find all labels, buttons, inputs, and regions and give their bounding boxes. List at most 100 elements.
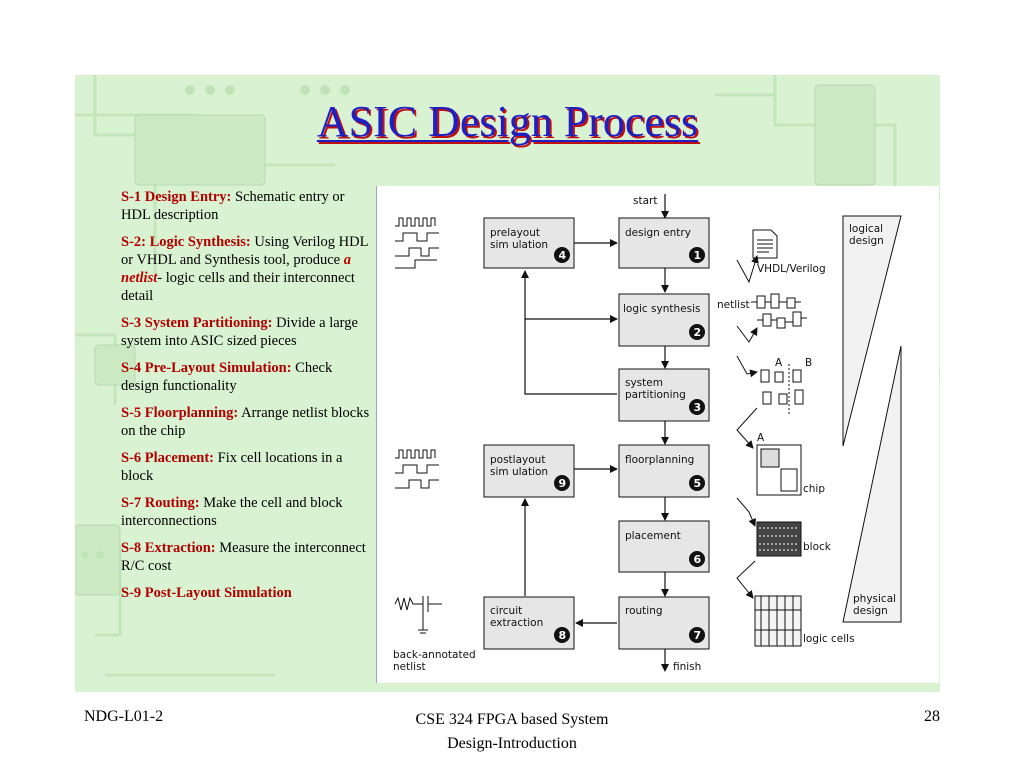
box-routing: routing 7 — [618, 596, 710, 650]
box-label: circuit — [490, 605, 522, 617]
step-label: S-7 Routing: — [121, 495, 200, 511]
step-number: 3 — [694, 401, 702, 414]
circuit-board-pattern — [75, 75, 940, 677]
step-label: S-2: Logic Synthesis: — [121, 234, 251, 250]
step-number: 2 — [694, 326, 702, 339]
finish-label: finish — [673, 661, 701, 673]
step-label: S-3 System Partitioning: — [121, 315, 273, 331]
chip-icon — [756, 444, 802, 496]
floorplan-a-label: A — [757, 432, 765, 444]
step-item: S-1 Design Entry: Schematic entry or HDL… — [121, 188, 373, 224]
design-flow-diagram: start prelayout sim ulation — [376, 186, 939, 683]
box-label: placement — [625, 530, 681, 542]
connector-arrow — [736, 407, 758, 449]
box-label: partitioning — [625, 389, 686, 401]
step-number: 7 — [694, 629, 702, 642]
step-number: 6 — [694, 553, 702, 566]
waveform-icon — [395, 217, 439, 269]
box-label: design entry — [625, 227, 691, 239]
netlist-label: netlist — [717, 299, 750, 311]
box-postlayout-simulation: postlayout sim ulation 9 — [483, 444, 575, 498]
box-label: logic synthesis — [623, 303, 700, 315]
step-label: S-1 Design Entry: — [121, 189, 232, 205]
connector-arrow — [736, 325, 758, 343]
step-item: S-6 Placement: Fix cell locations in a b… — [121, 449, 373, 485]
step-number: 8 — [559, 629, 567, 642]
step-number: 1 — [694, 249, 702, 262]
footer-title-line: Design-Introduction — [447, 735, 577, 752]
box-design-entry: design entry 1 — [618, 217, 710, 269]
step-number: 4 — [559, 249, 567, 262]
connector-arrow — [736, 255, 759, 284]
feedback-arrow — [521, 270, 617, 395]
footer-title-line: CSE 324 FPGA based System — [415, 711, 609, 728]
step-label: S-9 Post-Layout Simulation — [121, 585, 292, 601]
partitioned-netlist-icon — [760, 364, 804, 414]
step-item: S-2: Logic Synthesis: Using Verilog HDL … — [121, 233, 373, 305]
rc-network-icon — [394, 596, 442, 634]
step-text: Measure the interconnect R/C cost — [121, 540, 366, 574]
footer-course-title: CSE 324 FPGA based System Design-Introdu… — [350, 708, 674, 756]
logical-design-label: design — [849, 235, 884, 247]
step-text: Schematic entry or HDL description — [121, 189, 345, 223]
step-text: Check design functionality — [121, 360, 333, 394]
box-label: postlayout — [490, 454, 545, 466]
footer-course-code: NDG-L01-2 — [84, 708, 164, 725]
box-prelayout-simulation: prelayout sim ulation 4 — [483, 217, 575, 269]
step-text: Make the cell and block interconnections — [121, 495, 343, 529]
step-number: 5 — [694, 477, 702, 490]
step-text: Arrange netlist blocks on the chip — [121, 405, 370, 439]
step-item: S-9 Post-Layout Simulation — [121, 584, 373, 602]
step-label: S-4 Pre-Layout Simulation: — [121, 360, 292, 376]
step-label: S-8 Extraction: — [121, 540, 216, 556]
connector-arrow — [736, 355, 758, 378]
box-placement: placement 6 — [618, 520, 710, 573]
step-item: S-5 Floorplanning: Arrange netlist block… — [121, 404, 373, 440]
box-label: system — [625, 377, 663, 389]
physical-design-label: physical — [853, 593, 896, 605]
step-item: S-8 Extraction: Measure the interconnect… — [121, 539, 373, 575]
start-label: start — [633, 195, 657, 207]
block-icon — [756, 521, 802, 557]
logic-cells-label: logic cells — [803, 633, 855, 645]
step-text: Fix cell locations in a block — [121, 450, 343, 484]
step-label: S-6 Placement: — [121, 450, 215, 466]
block-label: block — [803, 541, 832, 553]
back-annotated-label: netlist — [393, 661, 426, 673]
box-label: prelayout — [490, 227, 540, 239]
slide-title: ASIC Design Process — [316, 97, 699, 146]
logic-cells-icon — [754, 595, 802, 647]
box-label: routing — [625, 605, 663, 617]
step-item: S-4 Pre-Layout Simulation: Check design … — [121, 359, 373, 395]
logical-design-wedge — [842, 215, 902, 447]
waveform-icon — [395, 449, 439, 489]
box-label: sim ulation — [490, 239, 548, 251]
partition-a-label: A — [775, 357, 783, 369]
connector-arrow — [736, 560, 756, 599]
page-number: 28 — [924, 708, 940, 725]
step-item: S-7 Routing: Make the cell and block int… — [121, 494, 373, 530]
box-label: sim ulation — [490, 466, 548, 478]
step-text-after: - logic cells and their interconnect det… — [121, 270, 355, 304]
box-label: floorplanning — [625, 454, 694, 466]
step-item: S-3 System Partitioning: Divide a large … — [121, 314, 373, 350]
box-system-partitioning: system partitioning 3 — [618, 368, 710, 422]
step-label: S-5 Floorplanning: — [121, 405, 239, 421]
chip-label: chip — [803, 483, 825, 495]
back-annotated-label: back-annotated — [393, 649, 476, 661]
connector-arrow — [736, 497, 756, 527]
step-list: S-1 Design Entry: Schematic entry or HDL… — [121, 188, 373, 611]
logical-design-label: logical — [849, 223, 883, 235]
physical-design-label: design — [853, 605, 888, 617]
step-number: 9 — [559, 477, 567, 490]
physical-design-wedge — [842, 345, 902, 623]
box-label: extraction — [490, 617, 543, 629]
box-logic-synthesis: logic synthesis 2 — [618, 293, 710, 347]
step-text: Divide a large system into ASIC sized pi… — [121, 315, 358, 349]
box-floorplanning: floorplanning 5 — [618, 444, 710, 498]
vhdl-document-icon — [752, 229, 778, 259]
vhdl-label: VHDL/Verilog — [757, 263, 826, 275]
box-circuit-extraction: circuit extraction 8 — [483, 596, 575, 650]
partition-b-label: B — [805, 357, 812, 369]
step-text: Using Verilog HDL or VHDL and Synthesis … — [121, 234, 368, 268]
